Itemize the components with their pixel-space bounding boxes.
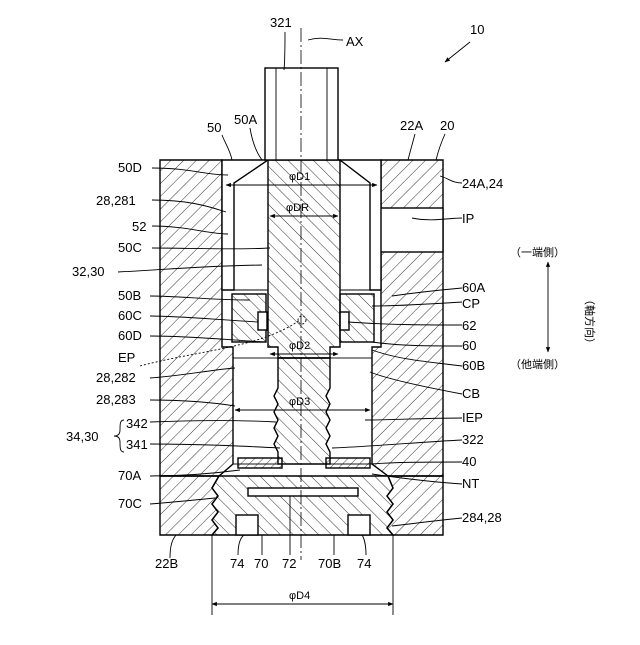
- tool-hole-right: [348, 515, 370, 535]
- stud-34: [274, 358, 330, 464]
- label-20: 20: [440, 118, 454, 133]
- direction-labels: （一端側） （軸方向） （他端側）: [510, 246, 597, 371]
- dim-D4: φD4: [289, 590, 310, 602]
- housing-bottom-left: [160, 476, 219, 535]
- direction-axial: （軸方向）: [583, 294, 597, 349]
- label-50: 50: [207, 120, 221, 135]
- label-24A24: 24A,24: [462, 176, 503, 191]
- dim-DR: φDR: [286, 202, 309, 214]
- sleeve-left: [222, 160, 268, 290]
- label-342: 342: [126, 416, 148, 431]
- direction-other-end: （他端側）: [510, 358, 565, 371]
- label-70A: 70A: [118, 468, 141, 483]
- label-50A: 50A: [234, 112, 257, 127]
- label-341: 341: [126, 437, 148, 452]
- nut-left: [238, 458, 282, 468]
- brace-34: [114, 420, 124, 452]
- label-322: 322: [462, 432, 484, 447]
- direction-one-end: （一端側）: [510, 246, 565, 259]
- label-28428: 284,28: [462, 510, 502, 525]
- label-22A: 22A: [400, 118, 423, 133]
- label-3230: 32,30: [72, 264, 105, 279]
- label-50C: 50C: [118, 240, 142, 255]
- label-74b: 74: [357, 556, 371, 571]
- label-10: 10: [470, 22, 484, 37]
- label-70: 70: [254, 556, 268, 571]
- label-28281: 28,281: [96, 193, 136, 208]
- label-40: 40: [462, 454, 476, 469]
- label-NT: NT: [462, 476, 479, 491]
- label-IEP: IEP: [462, 410, 483, 425]
- label-52: 52: [132, 219, 146, 234]
- inlet-port: [380, 208, 443, 252]
- label-72: 72: [282, 556, 296, 571]
- seal-lip-left: [258, 312, 267, 330]
- dim-D1: φD1: [289, 171, 310, 183]
- label-62: 62: [462, 318, 476, 333]
- label-70C: 70C: [118, 496, 142, 511]
- label-74a: 74: [230, 556, 244, 571]
- label-AX: AX: [346, 34, 364, 49]
- label-321: 321: [270, 15, 292, 30]
- plug-70: [212, 476, 393, 535]
- label-CB: CB: [462, 386, 480, 401]
- rod-body: [268, 160, 340, 358]
- label-IP: IP: [462, 211, 474, 226]
- label-EP: EP: [118, 350, 135, 365]
- tool-hole-left: [236, 515, 258, 535]
- dim-D3: φD3: [289, 396, 310, 408]
- label-60B: 60B: [462, 358, 485, 373]
- seal-lip-right: [340, 312, 349, 330]
- dim-D2: φD2: [289, 340, 310, 352]
- nut-right: [326, 458, 370, 468]
- label-28283: 28,283: [96, 392, 136, 407]
- label-22B: 22B: [155, 556, 178, 571]
- label-3430: 34,30: [66, 429, 99, 444]
- label-28282: 28,282: [96, 370, 136, 385]
- label-60D: 60D: [118, 328, 142, 343]
- label-50B: 50B: [118, 288, 141, 303]
- label-CP: CP: [462, 296, 480, 311]
- label-50D: 50D: [118, 160, 142, 175]
- housing-bottom-right: [387, 476, 443, 535]
- lower-chamber: [233, 358, 372, 468]
- label-60: 60: [462, 338, 476, 353]
- sleeve-right: [340, 160, 381, 290]
- plug-recess: [248, 488, 358, 496]
- label-60A: 60A: [462, 280, 485, 295]
- label-70B: 70B: [318, 556, 341, 571]
- label-60C: 60C: [118, 308, 142, 323]
